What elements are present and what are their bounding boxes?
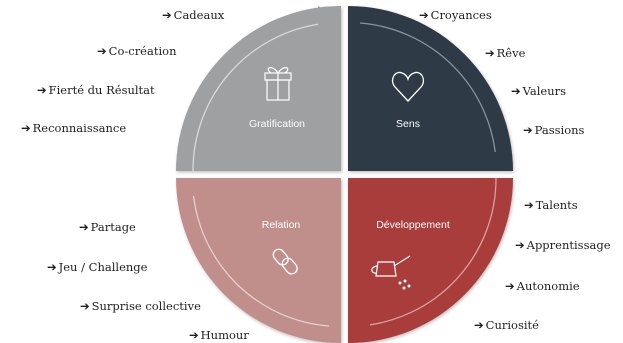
arrow-icon: ➔ xyxy=(485,46,495,60)
quadrant-title-sens: Sens xyxy=(396,118,420,130)
heart-icon xyxy=(391,71,425,102)
arrow-head-developpement xyxy=(350,316,370,338)
label-developpement-4: ➔Curiosité xyxy=(474,318,539,332)
arrow-icon: ➔ xyxy=(80,299,90,313)
label-relation-4: ➔Humour xyxy=(189,328,249,342)
arrow-head-gratification xyxy=(318,6,338,30)
label-relation-1: ➔Partage xyxy=(79,220,136,234)
quadrant-gratification xyxy=(176,6,341,172)
arrow-head-sens xyxy=(483,152,509,168)
arrow-icon: ➔ xyxy=(21,121,31,135)
watering-can-icon xyxy=(371,255,411,290)
arrow-icon: ➔ xyxy=(37,83,47,97)
arrow-icon: ➔ xyxy=(523,123,533,137)
label-developpement-3: ➔Autonomie xyxy=(505,279,580,293)
gift-icon xyxy=(264,67,292,101)
quadrant-title-developpement: Développement xyxy=(376,219,450,231)
label-developpement-1: ➔Talents xyxy=(524,198,578,212)
arrow-icon: ➔ xyxy=(47,260,57,274)
label-gratification-4: ➔Reconnaissance xyxy=(21,121,127,135)
quadrant-developpement xyxy=(348,177,513,343)
label-relation-2: ➔Jeu / Challenge xyxy=(47,260,148,274)
label-gratification-3: ➔Fierté du Résultat xyxy=(37,83,155,97)
label-gratification-2: ➔Co-création xyxy=(97,44,177,58)
quadrant-title-gratification: Gratification xyxy=(249,118,305,130)
arrow-icon: ➔ xyxy=(97,44,107,58)
label-sens-4: ➔Passions xyxy=(523,123,585,137)
arrow-icon: ➔ xyxy=(511,84,521,98)
quadrant-sens xyxy=(348,6,513,171)
label-sens-1: ➔Croyances xyxy=(419,8,492,22)
arrow-icon: ➔ xyxy=(419,8,429,22)
arrow-icon: ➔ xyxy=(162,8,172,22)
arrow-icon: ➔ xyxy=(505,279,515,293)
quadrant-relation xyxy=(176,178,341,343)
arrow-icon: ➔ xyxy=(515,238,525,252)
label-gratification-1: ➔Cadeaux xyxy=(162,8,225,22)
label-developpement-2: ➔Apprentissage xyxy=(515,238,611,252)
arrow-head-relation xyxy=(180,180,206,196)
arrow-icon: ➔ xyxy=(524,198,534,212)
label-sens-2: ➔Rêve xyxy=(485,46,526,60)
chain-link-icon xyxy=(272,248,298,275)
quadrant-title-relation: Relation xyxy=(262,219,301,231)
arrow-icon: ➔ xyxy=(189,328,199,342)
label-relation-3: ➔Surprise collective xyxy=(80,299,201,313)
arrow-icon: ➔ xyxy=(79,220,89,234)
label-sens-3: ➔Valeurs xyxy=(511,84,567,98)
arrow-icon: ➔ xyxy=(474,318,484,332)
